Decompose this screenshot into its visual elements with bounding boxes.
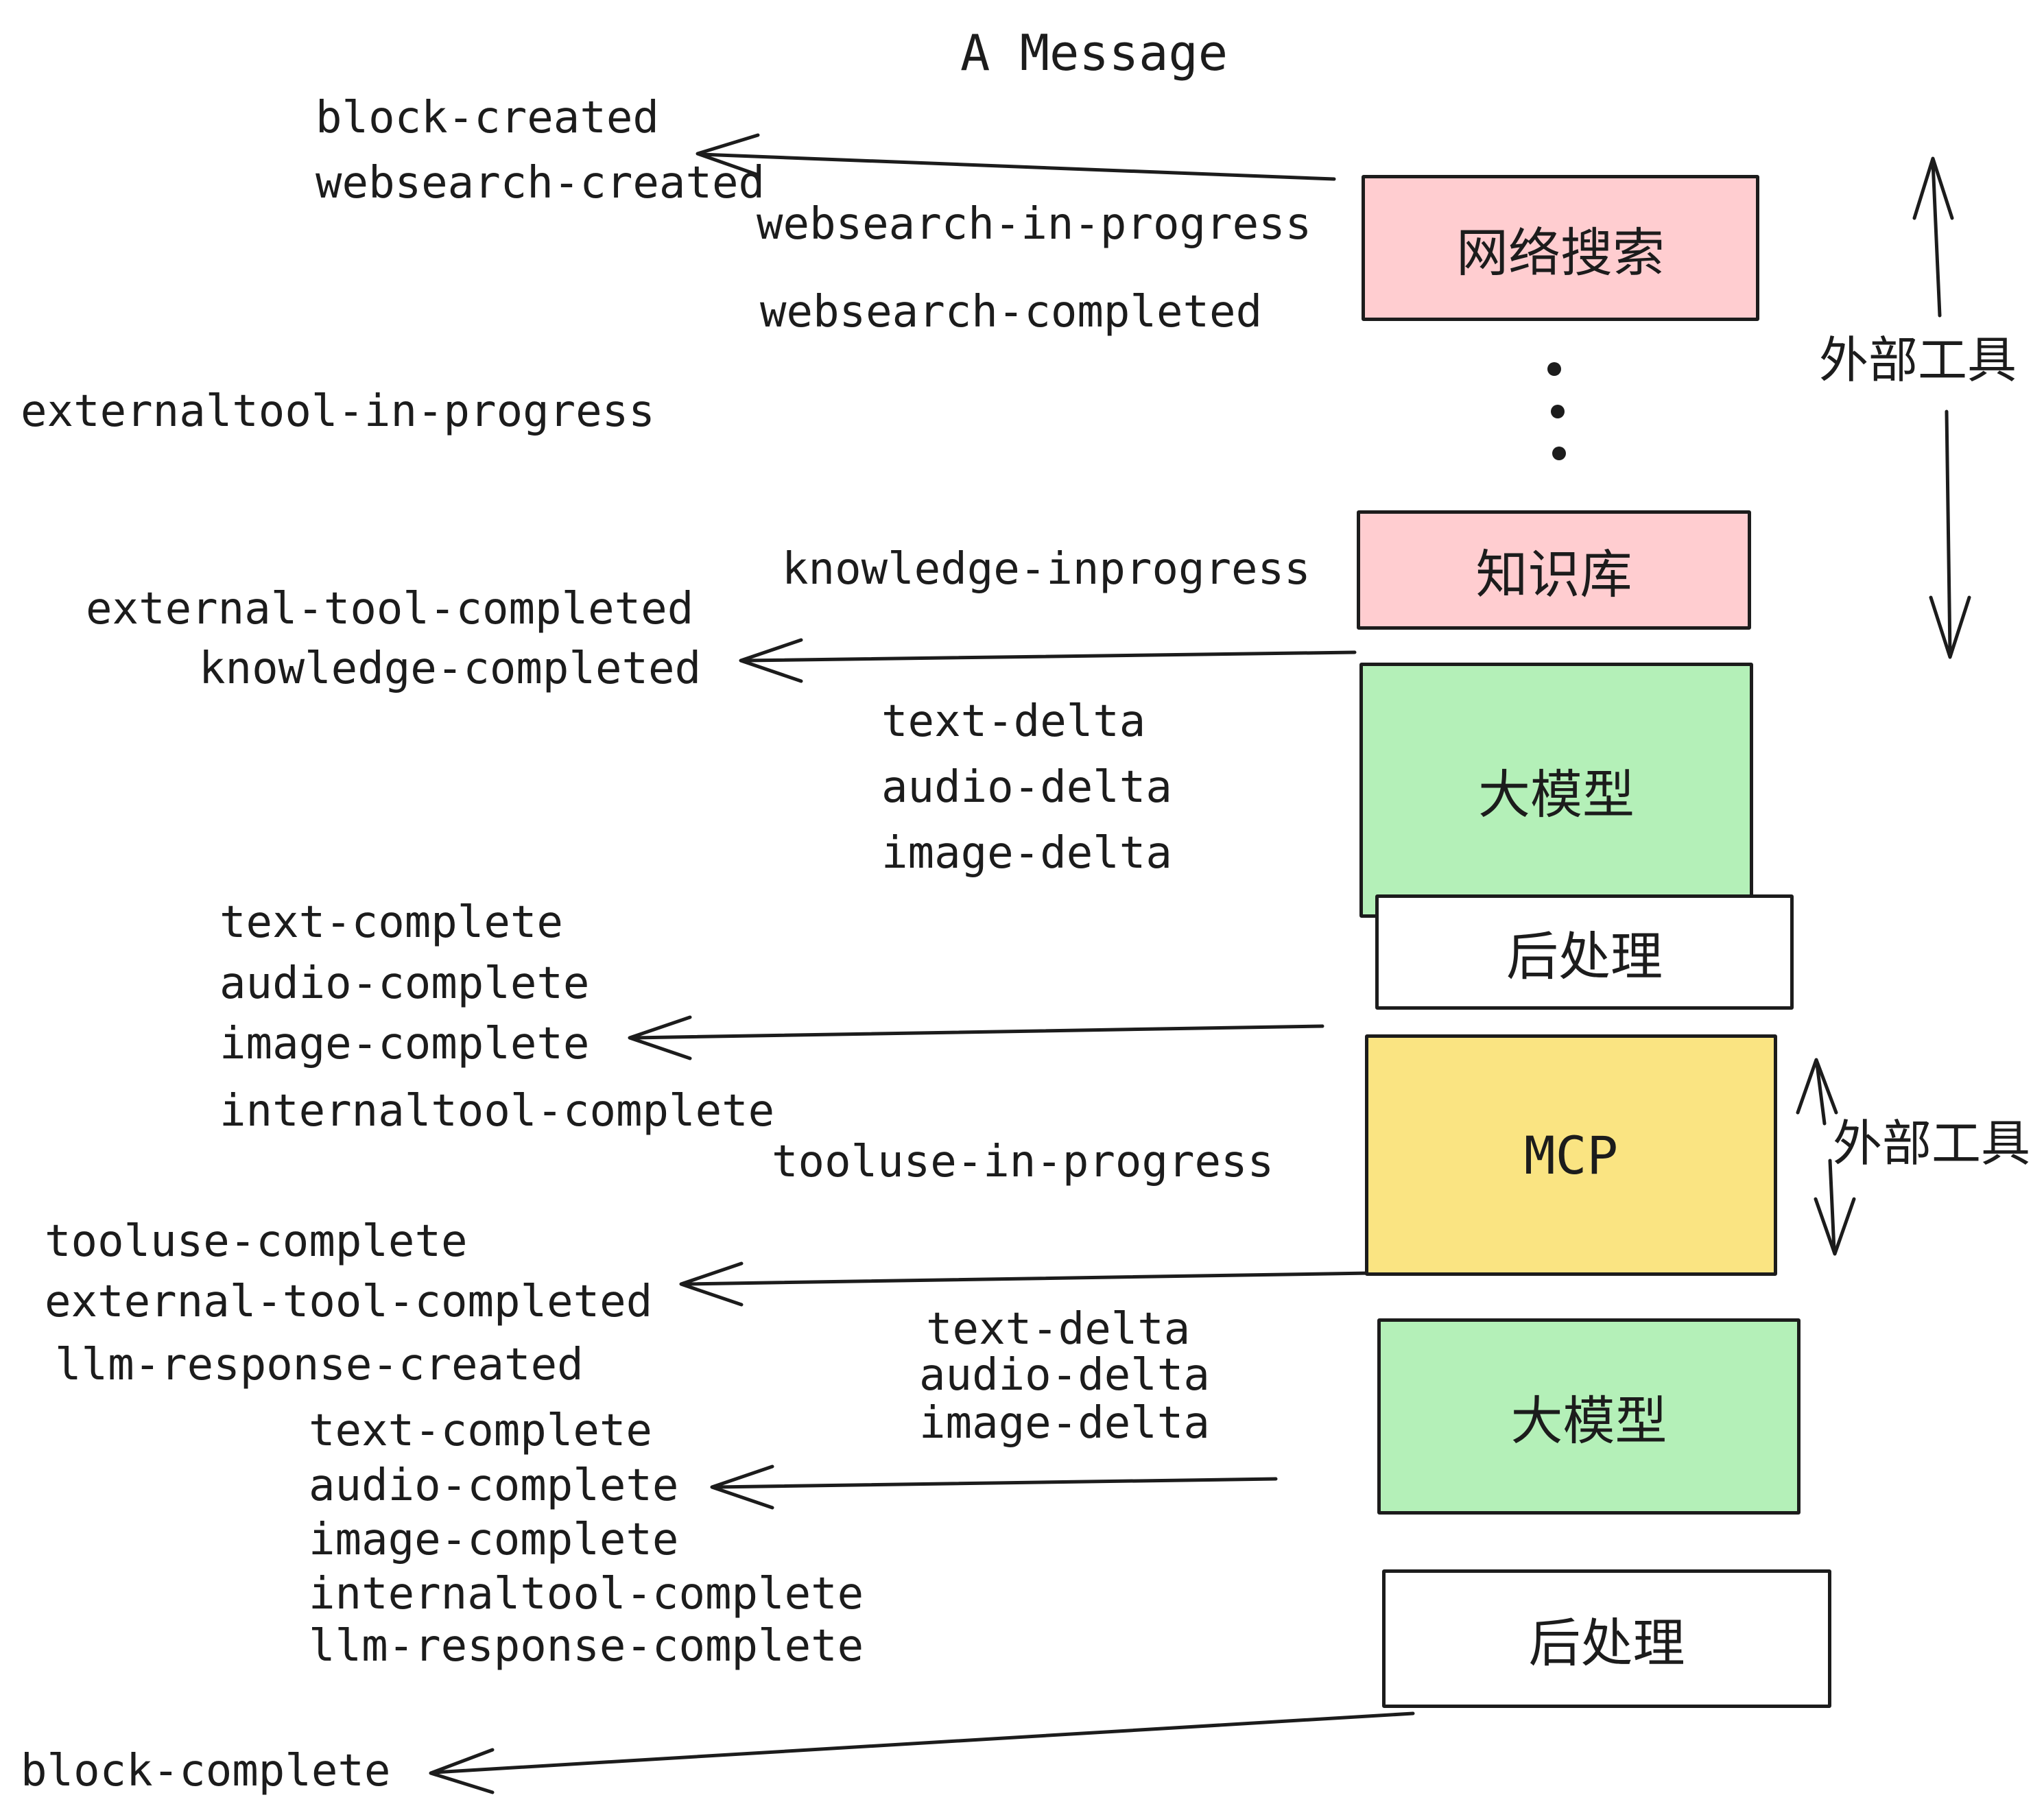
event-label-knowledge-inprogress: knowledge-inprogress xyxy=(782,544,1311,595)
event-label-text-complete-2: text-complete xyxy=(309,1405,652,1456)
event-label-image-complete-2: image-complete xyxy=(309,1515,679,1565)
arrow-to-audio-complete xyxy=(710,1464,1278,1510)
external-tools-label-top: 外部工具 xyxy=(1819,331,2017,389)
event-label-tooluse-complete: tooluse-complete xyxy=(45,1216,468,1267)
event-label-text-complete: text-complete xyxy=(219,897,563,948)
arrow-to-block-created xyxy=(696,133,1336,181)
event-label-audio-delta-2: audio-delta xyxy=(919,1350,1210,1401)
arrow-to-tooluse-complete xyxy=(679,1261,1372,1307)
event-label-websearch-completed: websearch-completed xyxy=(760,287,1263,337)
event-label-knowledge-completed: knowledge-completed xyxy=(199,643,702,694)
external-tools-down-arrow xyxy=(1929,410,1971,659)
event-label-image-delta-2: image-delta xyxy=(919,1398,1210,1449)
vertical-ellipsis-dots xyxy=(1547,362,1566,460)
arrow-to-knowledge-completed xyxy=(739,638,1357,683)
event-label-external-tool-completed-2: external-tool-completed xyxy=(45,1277,653,1327)
event-label-text-delta: text-delta xyxy=(881,696,1146,747)
event-label-audio-complete: audio-complete xyxy=(219,958,590,1009)
external-tools-up-arrow xyxy=(1912,156,1954,318)
event-label-block-created: block-created xyxy=(316,93,659,143)
postprocess-box-2: 后处理 xyxy=(1382,1569,1831,1708)
event-label-websearch-created: websearch-created xyxy=(316,158,765,209)
arrow-to-image-complete xyxy=(628,1015,1324,1060)
event-label-internaltool-complete: internaltool-complete xyxy=(219,1086,775,1137)
external-tools-label-bottom: 外部工具 xyxy=(1833,1115,2031,1172)
event-label-image-delta: image-delta xyxy=(881,828,1172,879)
websearch-box: 网络搜索 xyxy=(1362,175,1759,321)
llm-box: 大模型 xyxy=(1359,663,1753,918)
event-label-llm-response-complete: llm-response-complete xyxy=(309,1621,864,1672)
event-label-block-complete: block-complete xyxy=(21,1746,391,1796)
event-label-external-tool-completed: external-tool-completed xyxy=(86,584,694,634)
external-tools-down-arrow-2 xyxy=(1814,1159,1856,1256)
external-tools-up-arrow-2 xyxy=(1796,1058,1838,1126)
llm-box-2: 大模型 xyxy=(1377,1318,1801,1515)
event-label-externaltool-in-progress: externaltool-in-progress xyxy=(21,386,655,437)
event-label-image-complete: image-complete xyxy=(219,1019,590,1069)
event-label-audio-complete-2: audio-complete xyxy=(309,1460,679,1511)
mcp-box: MCP xyxy=(1365,1034,1777,1276)
event-label-llm-response-created: llm-response-created xyxy=(55,1340,584,1390)
event-label-internaltool-complete-2: internaltool-complete xyxy=(309,1569,864,1619)
event-label-audio-delta: audio-delta xyxy=(881,762,1172,813)
arrow-to-block-complete xyxy=(429,1711,1415,1794)
diagram-title: A Message xyxy=(960,24,1228,82)
postprocess-box: 后处理 xyxy=(1375,894,1794,1010)
knowledge-box: 知识库 xyxy=(1357,510,1751,630)
event-label-text-delta-2: text-delta xyxy=(926,1304,1191,1355)
event-label-tooluse-in-progress: tooluse-in-progress xyxy=(772,1137,1274,1187)
event-label-websearch-in-progress: websearch-in-progress xyxy=(757,199,1312,250)
